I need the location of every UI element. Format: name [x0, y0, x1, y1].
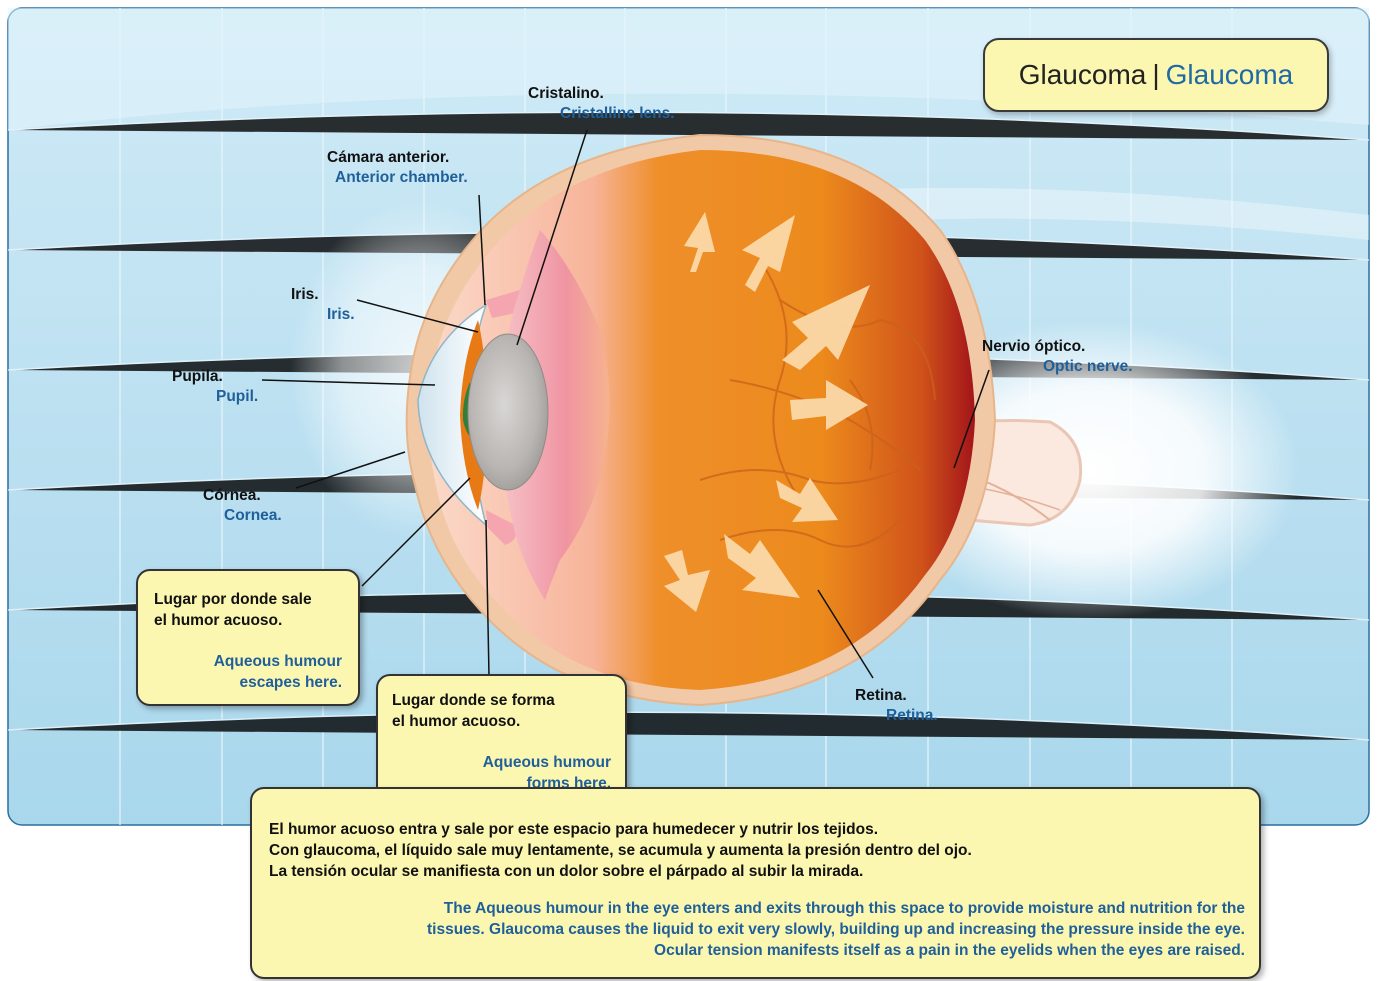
title-en: Glaucoma [1166, 59, 1294, 91]
label-camara-en: Anterior chamber. [327, 168, 468, 188]
label-pupila-es: Pupila. [172, 367, 258, 387]
note-escape: Lugar por donde sale el humor acuoso. Aq… [136, 569, 360, 706]
label-cornea-es: Córnea. [203, 486, 282, 506]
label-camara-es: Cámara anterior. [327, 148, 468, 168]
note-forms: Lugar donde se forma el humor acuoso. Aq… [376, 674, 627, 805]
label-cristalino-es: Cristalino. [528, 84, 675, 104]
note-escape-es: Lugar por donde sale el humor acuoso. [154, 589, 342, 631]
label-iris-en: Iris. [291, 305, 355, 325]
label-nervio-optico: Nervio óptico. Optic nerve. [982, 337, 1133, 377]
note-main-en: The Aqueous humour in the eye enters and… [269, 898, 1245, 961]
label-pupila: Pupila. Pupil. [172, 367, 258, 407]
note-main-es: El humor acuoso entra y sale por este es… [269, 819, 1245, 882]
note-main: El humor acuoso entra y sale por este es… [250, 787, 1261, 979]
label-cornea-en: Cornea. [203, 506, 282, 526]
label-pupila-en: Pupil. [172, 387, 258, 407]
label-nervio-es: Nervio óptico. [982, 337, 1133, 357]
label-nervio-en: Optic nerve. [982, 357, 1133, 377]
note-escape-en: Aqueous humour escapes here. [154, 651, 342, 693]
label-cristalino: Cristalino. Cristalline lens. [528, 84, 675, 124]
label-retina-es: Retina. [855, 686, 938, 706]
label-cornea: Córnea. Cornea. [203, 486, 282, 526]
note-forms-es: Lugar donde se forma el humor acuoso. [392, 690, 611, 732]
label-cristalino-en: Cristalline lens. [528, 104, 675, 124]
label-retina: Retina. Retina. [855, 686, 938, 726]
label-camara-anterior: Cámara anterior. Anterior chamber. [327, 148, 468, 188]
label-iris: Iris. Iris. [291, 285, 355, 325]
title-box: Glaucoma | Glaucoma [983, 38, 1329, 112]
label-iris-es: Iris. [291, 285, 355, 305]
label-retina-en: Retina. [855, 706, 938, 726]
title-es: Glaucoma [1019, 59, 1147, 91]
title-separator: | [1152, 59, 1159, 91]
